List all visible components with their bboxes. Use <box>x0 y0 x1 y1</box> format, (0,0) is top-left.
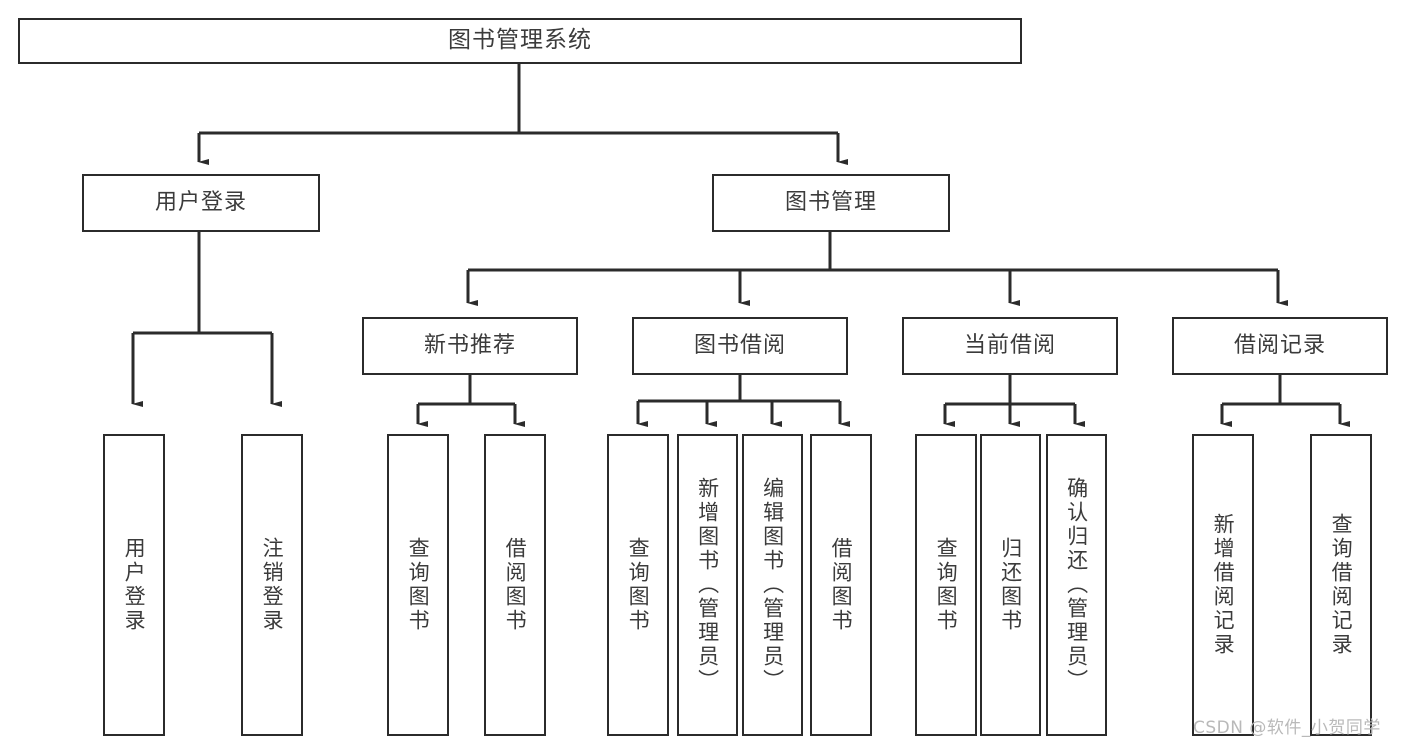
leaf-borrow-book-recommend[interactable]: 借阅图书 <box>484 434 546 736</box>
leaf-add-borrow-record[interactable]: 新增借阅记录 <box>1192 434 1254 736</box>
leaf-return-book[interactable]: 归还图书 <box>980 434 1041 736</box>
leaf-borrow-book-borrow[interactable]: 借阅图书 <box>810 434 872 736</box>
leaf-logout[interactable]: 注销登录 <box>241 434 303 736</box>
leaf-query-book-borrow[interactable]: 查询图书 <box>607 434 669 736</box>
node-borrow-record[interactable]: 借阅记录 <box>1172 317 1388 375</box>
node-new-book-recommend[interactable]: 新书推荐 <box>362 317 578 375</box>
node-label: 编辑图书（管理员） <box>760 477 785 693</box>
leaf-query-book-current[interactable]: 查询图书 <box>915 434 977 736</box>
node-label: 确认归还（管理员） <box>1064 477 1089 693</box>
node-root-system[interactable]: 图书管理系统 <box>18 18 1022 64</box>
node-label: 新增借阅记录 <box>1211 513 1236 657</box>
node-label: 查询借阅记录 <box>1329 513 1354 657</box>
leaf-add-book-admin[interactable]: 新增图书（管理员） <box>677 434 738 736</box>
node-book-borrow[interactable]: 图书借阅 <box>632 317 848 375</box>
node-label: 查询图书 <box>934 537 959 633</box>
leaf-confirm-return-admin[interactable]: 确认归还（管理员） <box>1046 434 1107 736</box>
leaf-user-login[interactable]: 用户登录 <box>103 434 165 736</box>
leaf-query-book-recommend[interactable]: 查询图书 <box>387 434 449 736</box>
node-label: 借阅记录 <box>1233 332 1326 358</box>
node-label: 图书管理系统 <box>448 27 592 54</box>
leaf-edit-book-admin[interactable]: 编辑图书（管理员） <box>742 434 803 736</box>
node-label: 用户登录 <box>122 537 147 633</box>
node-label: 借阅图书 <box>503 537 528 633</box>
node-label: 图书借阅 <box>693 332 786 358</box>
leaf-query-borrow-record[interactable]: 查询借阅记录 <box>1310 434 1372 736</box>
node-label: 新书推荐 <box>423 332 516 358</box>
node-label: 新增图书（管理员） <box>695 477 720 693</box>
node-label: 注销登录 <box>260 537 285 633</box>
node-label: 查询图书 <box>406 537 431 633</box>
node-user-login[interactable]: 用户登录 <box>82 174 320 232</box>
node-label: 归还图书 <box>998 537 1023 633</box>
node-current-borrow[interactable]: 当前借阅 <box>902 317 1118 375</box>
node-label: 图书管理 <box>784 189 877 215</box>
csdn-watermark: CSDN @软件_小贺同学 <box>1193 718 1381 738</box>
node-label: 借阅图书 <box>829 537 854 633</box>
node-label: 当前借阅 <box>963 332 1056 358</box>
node-label: 用户登录 <box>154 189 247 215</box>
node-book-management[interactable]: 图书管理 <box>712 174 950 232</box>
node-label: 查询图书 <box>626 537 651 633</box>
